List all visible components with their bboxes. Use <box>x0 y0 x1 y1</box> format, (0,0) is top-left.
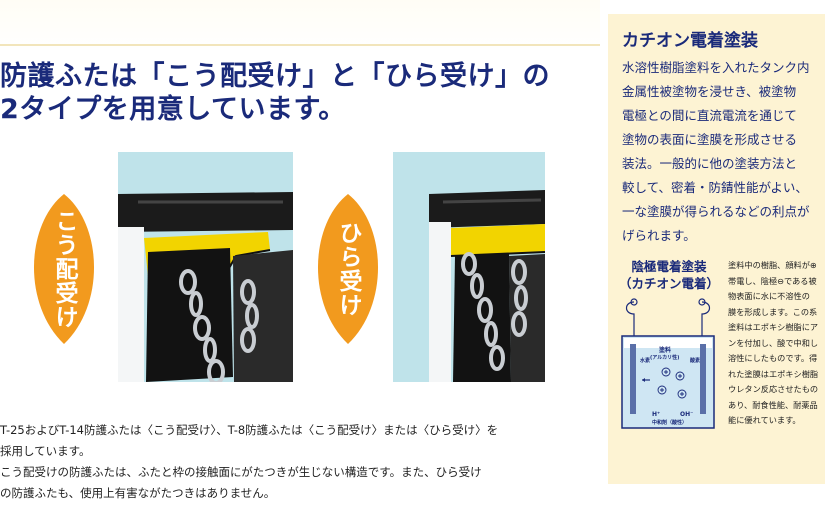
diagram-oh-label: OH⁻ <box>680 411 693 418</box>
label-slope-seat-text: こう配受け <box>51 209 77 329</box>
sub-title: 陰極電着塗装 （カチオン電着） <box>614 258 724 292</box>
diagram-paint-sub-label: (アルカリ性) <box>650 354 679 361</box>
panel-title: カチオン電着塗装 <box>622 31 758 51</box>
sub-title-line-1: 陰極電着塗装 <box>631 259 707 274</box>
headline-line-1: 防護ふたは「こう配受け」と「ひら受け」の <box>0 61 550 92</box>
sub-body-line: れた塗膜はエポキシ樹脂 <box>728 368 819 379</box>
top-decorative-band <box>0 0 600 50</box>
photo-flat-seat <box>393 152 545 382</box>
label-flat-seat: ひら受け <box>306 194 390 344</box>
diagram-h-label: H⁺ <box>652 411 660 418</box>
panel-body-line: 電極との間に直流電流を通じて <box>622 108 797 123</box>
panel-body-line: 装法。一般的に他の塗装方法と <box>622 156 798 171</box>
panel-body: 水溶性樹脂塗料を入れたタンク内 金属性被塗物を浸せき、被塗物 電極との間に直流電… <box>622 56 825 248</box>
electrodeposition-diagram: 塗料 (アルカリ性) 水素 酸素 H⁺ OH⁻ 中和剤（酸性） <box>621 298 715 429</box>
note-line-4: の防護ふたも、使用上有害ながたつきはありません。 <box>0 486 276 500</box>
diagram-bottom-label: 中和剤（酸性） <box>652 419 687 426</box>
sub-body-line: ウレタン反応させたもの <box>728 384 819 394</box>
label-slope-seat: こう配受け <box>22 194 106 344</box>
diagram-left-label: 水素 <box>639 357 650 364</box>
note-line-1: T-25およびT-14防護ふたは〈こう配受け〉、T-8防護ふたは〈こう配受け〉ま… <box>0 423 499 437</box>
headline-line-2: 2タイプを用意しています。 <box>0 94 346 125</box>
leaf-shape <box>33 194 95 344</box>
sub-title-line-2: （カチオン電着） <box>618 276 719 291</box>
panel-body-line: 塗物の表面に塗膜を形成させる <box>622 132 798 147</box>
sub-body-line: 帯電し、陰極⊖である被 <box>728 275 817 286</box>
sub-body-line: 溶性にしたものです。得 <box>728 353 818 363</box>
panel-body-line: 金属性被塗物を浸せき、被塗物 <box>622 84 797 99</box>
note-line-3: こう配受けの防護ふたは、ふたと枠の接触面にがたつきが生じない構造です。また、ひら… <box>0 465 482 479</box>
top-decorative-line <box>0 44 600 46</box>
sub-body-line: 塗料中の樹脂、顔料が⊕ <box>728 260 817 270</box>
panel-body-line: 較して、密着・防錆性能がよい、 <box>622 180 808 195</box>
sub-body-line: ンを付加し、酸で中和し <box>728 337 819 348</box>
diagram-right-label: 酸素 <box>690 357 700 364</box>
sub-body-line: 塗料はエポキシ樹脂にア <box>728 322 819 332</box>
panel-body-line: 水溶性樹脂塗料を入れたタンク内 <box>622 60 810 75</box>
photo-slope-seat <box>118 152 293 382</box>
sub-body: 塗料中の樹脂、顔料が⊕ 帯電し、陰極⊖である被 物表面に水に不溶性の 膜を形成し… <box>728 258 825 429</box>
sub-body-line: 膜を形成します。この系 <box>728 306 818 317</box>
panel-body-line: げられます。 <box>622 228 696 243</box>
notes: T-25およびT-14防護ふたは〈こう配受け〉、T-8防護ふたは〈こう配受け〉ま… <box>0 420 555 504</box>
sub-body-line: 能に優れています。 <box>728 415 801 425</box>
label-flat-seat-text: ひら受け <box>335 221 361 317</box>
sub-body-line: あり、耐食性能、耐薬品 <box>728 399 818 410</box>
leaf-shape <box>317 194 379 344</box>
headline: 防護ふたは「こう配受け」と「ひら受け」の 2タイプを用意しています。 <box>0 60 560 126</box>
sub-body-line: 物表面に水に不溶性の <box>728 291 810 301</box>
diagram-paint-label: 塗料 <box>659 346 671 354</box>
note-line-2: 採用しています。 <box>0 444 91 458</box>
panel-body-line: 一な塗膜が得られるなどの利点が <box>622 204 810 219</box>
